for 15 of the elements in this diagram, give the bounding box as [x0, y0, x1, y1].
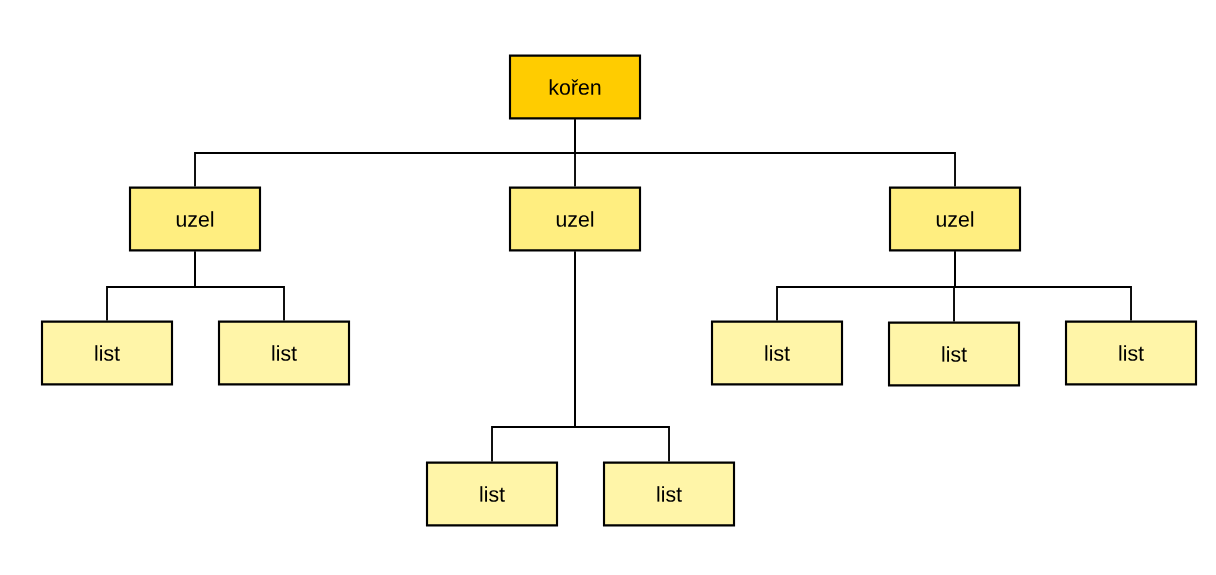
connector [574, 118, 956, 188]
leaf-box: list [887, 321, 1021, 387]
leaf-box: list [710, 320, 844, 386]
leaf-box: list [425, 461, 559, 527]
connector [954, 250, 1132, 322]
root-box: kořen [508, 54, 642, 120]
node-box: uzel [128, 186, 262, 252]
node-box: uzel [508, 186, 642, 252]
connector [574, 250, 670, 463]
connector [194, 250, 285, 322]
leaf-box: list [217, 320, 351, 386]
node-box: uzel [888, 186, 1022, 252]
leaf-box: list [40, 320, 174, 386]
leaf-box: list [1064, 320, 1198, 386]
leaf-box: list [602, 461, 736, 527]
